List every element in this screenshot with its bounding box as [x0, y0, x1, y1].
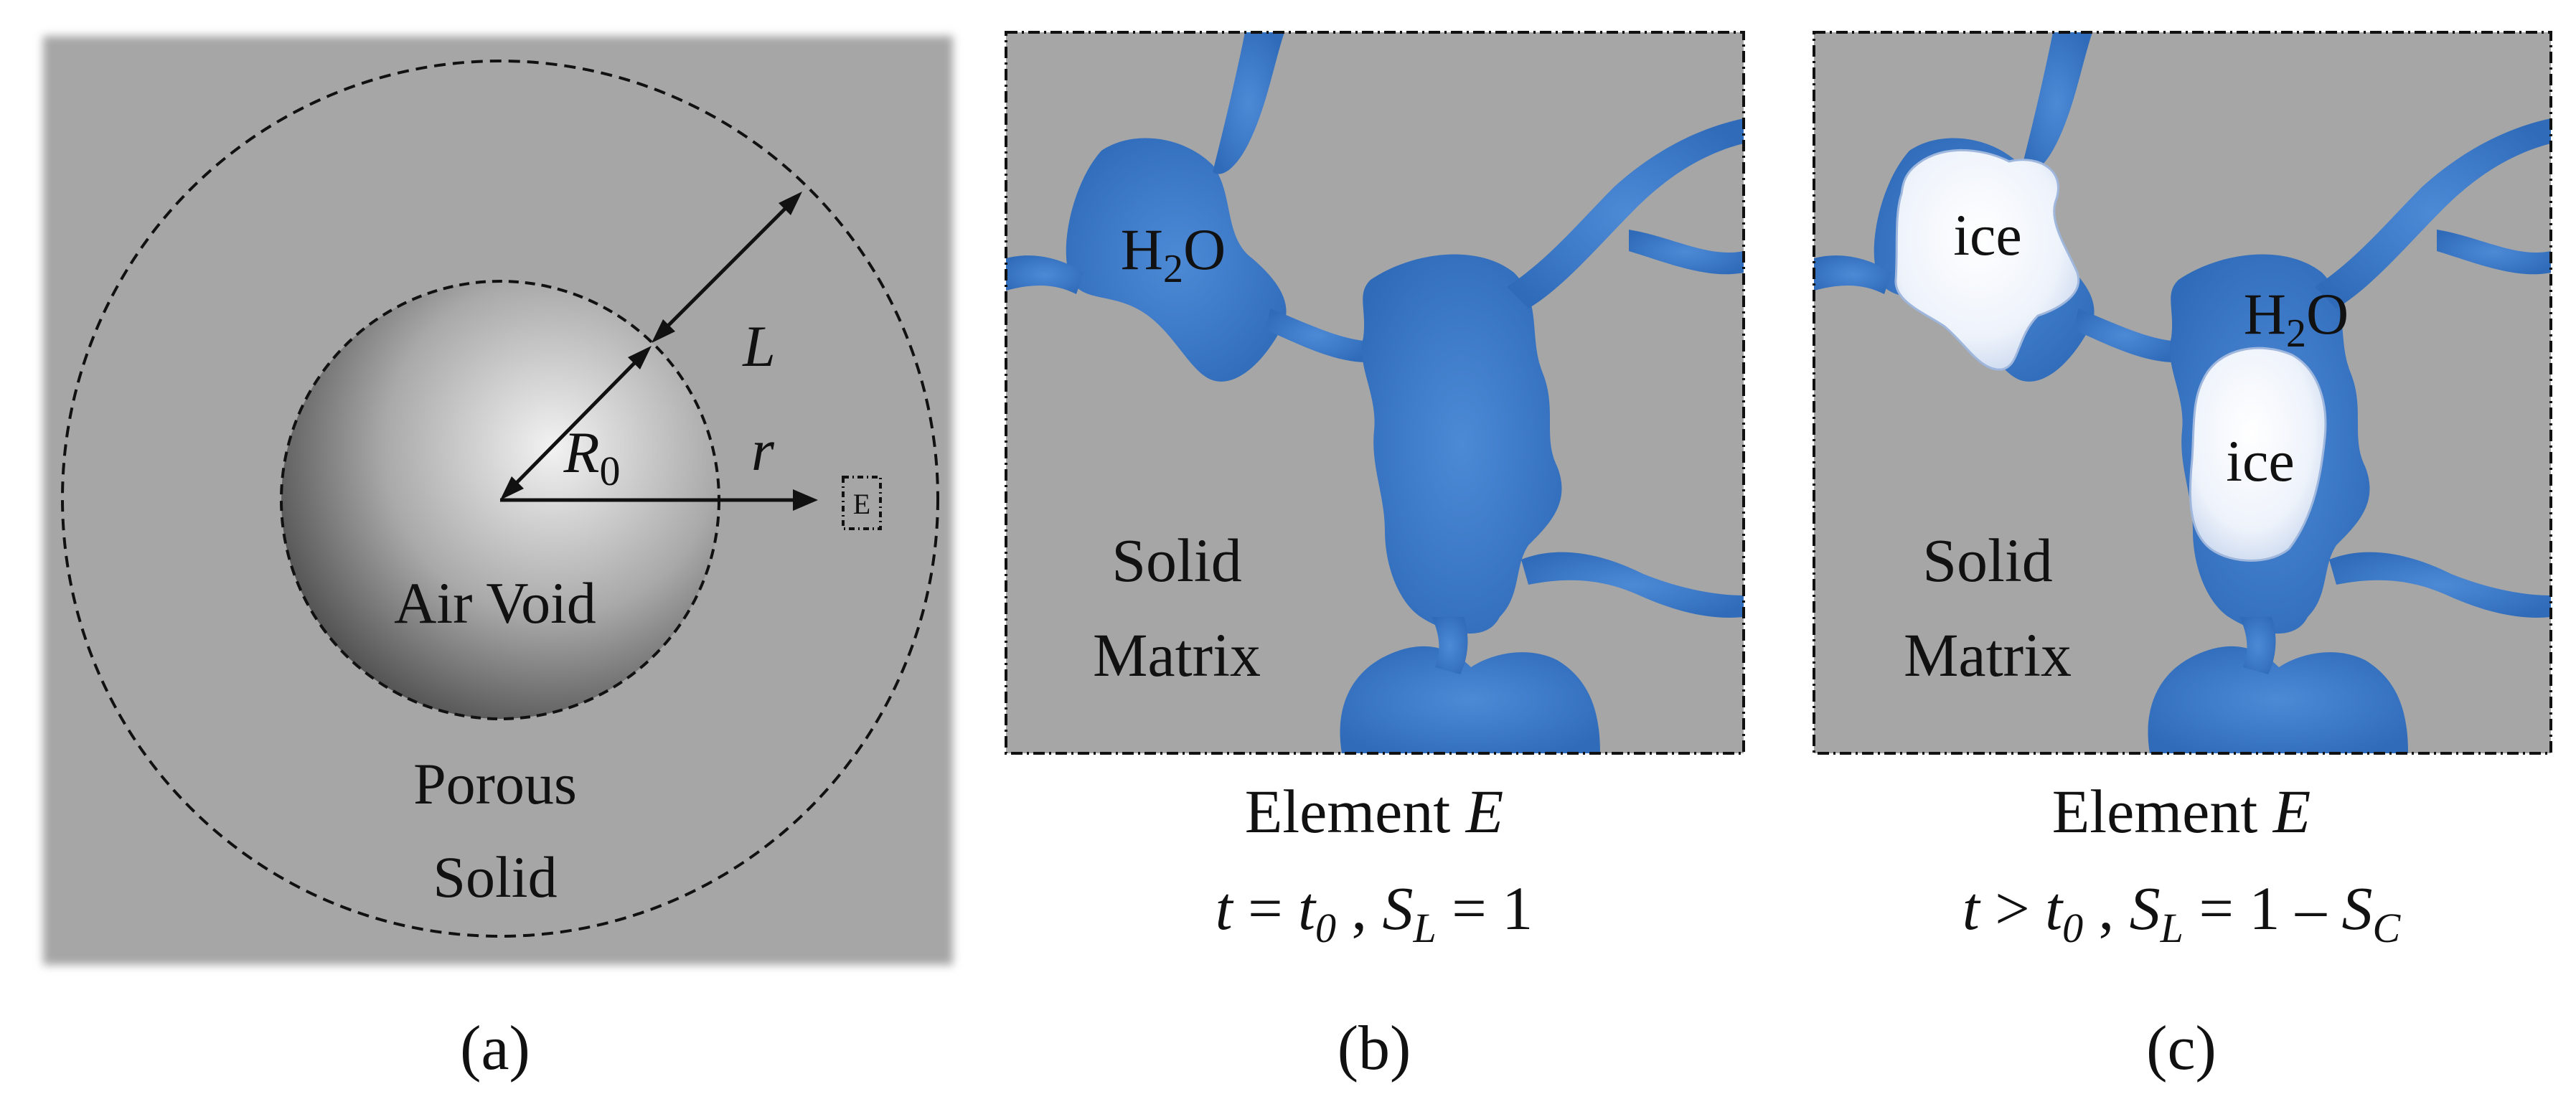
water-channel-c6 — [2329, 552, 2551, 618]
pore-network-c — [1814, 32, 2551, 753]
water-channel-c4 — [2315, 118, 2551, 308]
r-label: r — [751, 418, 775, 483]
caption-a: (a) — [460, 1014, 530, 1083]
water-channel-b5 — [1629, 230, 1744, 275]
r0-label: R0 — [563, 420, 620, 494]
ice-label-c1: ice — [1953, 202, 2022, 268]
water-pocket-c3 — [2148, 646, 2408, 753]
solid-matrix-label-c-line1: Solid — [1922, 526, 2053, 595]
thickness-l-arrow — [652, 192, 802, 343]
water-channel-b3 — [1266, 308, 1367, 362]
water-channel-b7 — [1432, 617, 1468, 674]
element-e-box — [842, 476, 882, 530]
water-channel-b4 — [1507, 118, 1744, 308]
water-channel-c5 — [2437, 230, 2551, 275]
solid-matrix-label-b-line1: Solid — [1111, 526, 1242, 595]
water-channel-c7 — [2239, 617, 2276, 674]
air-void-label: Air Void — [394, 570, 596, 636]
panel-b: H2O Solid Matrix Element E t = t0 , SL =… — [1005, 31, 1745, 1083]
caption-c: (c) — [2146, 1014, 2217, 1083]
panel-c: ice ice H2O Solid Matrix Element E t > t… — [1813, 31, 2552, 1083]
element-b-frame — [1005, 31, 1745, 755]
porous-solid-label-line2: Solid — [433, 844, 557, 910]
radial-r-arrow — [500, 489, 818, 511]
condition-c: t > t0 , SL = 1 – SC — [1962, 874, 2402, 951]
solid-matrix-label-c-line2: Matrix — [1904, 621, 2072, 689]
water-channel-b6 — [1521, 552, 1744, 618]
element-title-b: Element E — [1245, 777, 1504, 846]
water-channel-c3 — [2074, 308, 2175, 362]
water-channel-c1 — [1814, 255, 1891, 294]
radius-r0-arrow — [500, 346, 652, 500]
pore-network-b — [1006, 32, 1744, 753]
ice-label-c2: ice — [2226, 428, 2295, 494]
l-label: L — [742, 314, 776, 379]
h2o-label-c: H2O — [2244, 281, 2349, 356]
ice-crystal-c2 — [2189, 347, 2327, 562]
water-pocket-b1 — [1066, 138, 1287, 382]
element-c-frame — [1813, 31, 2552, 755]
water-channel-c2 — [2021, 32, 2092, 174]
water-pocket-b3 — [1340, 646, 1600, 753]
condition-b: t = t0 , SL = 1 — [1216, 874, 1533, 951]
water-channel-b2 — [1213, 32, 1284, 174]
water-pocket-b2 — [1361, 254, 1562, 634]
porous-solid-label-line1: Porous — [413, 751, 577, 816]
solid-matrix-label-b-line2: Matrix — [1093, 621, 1261, 689]
element-e-box-label: E — [853, 488, 870, 520]
element-title-c: Element E — [2052, 777, 2311, 846]
caption-b: (b) — [1338, 1014, 1411, 1083]
ice-crystal-c1 — [1894, 149, 2080, 371]
water-channel-b1 — [1006, 255, 1083, 294]
outer-boundary-circle — [61, 60, 939, 938]
panel-a: E L R0 r Air Void Porous Solid (a) — [43, 36, 953, 1083]
h2o-label-b: H2O — [1121, 217, 1226, 291]
